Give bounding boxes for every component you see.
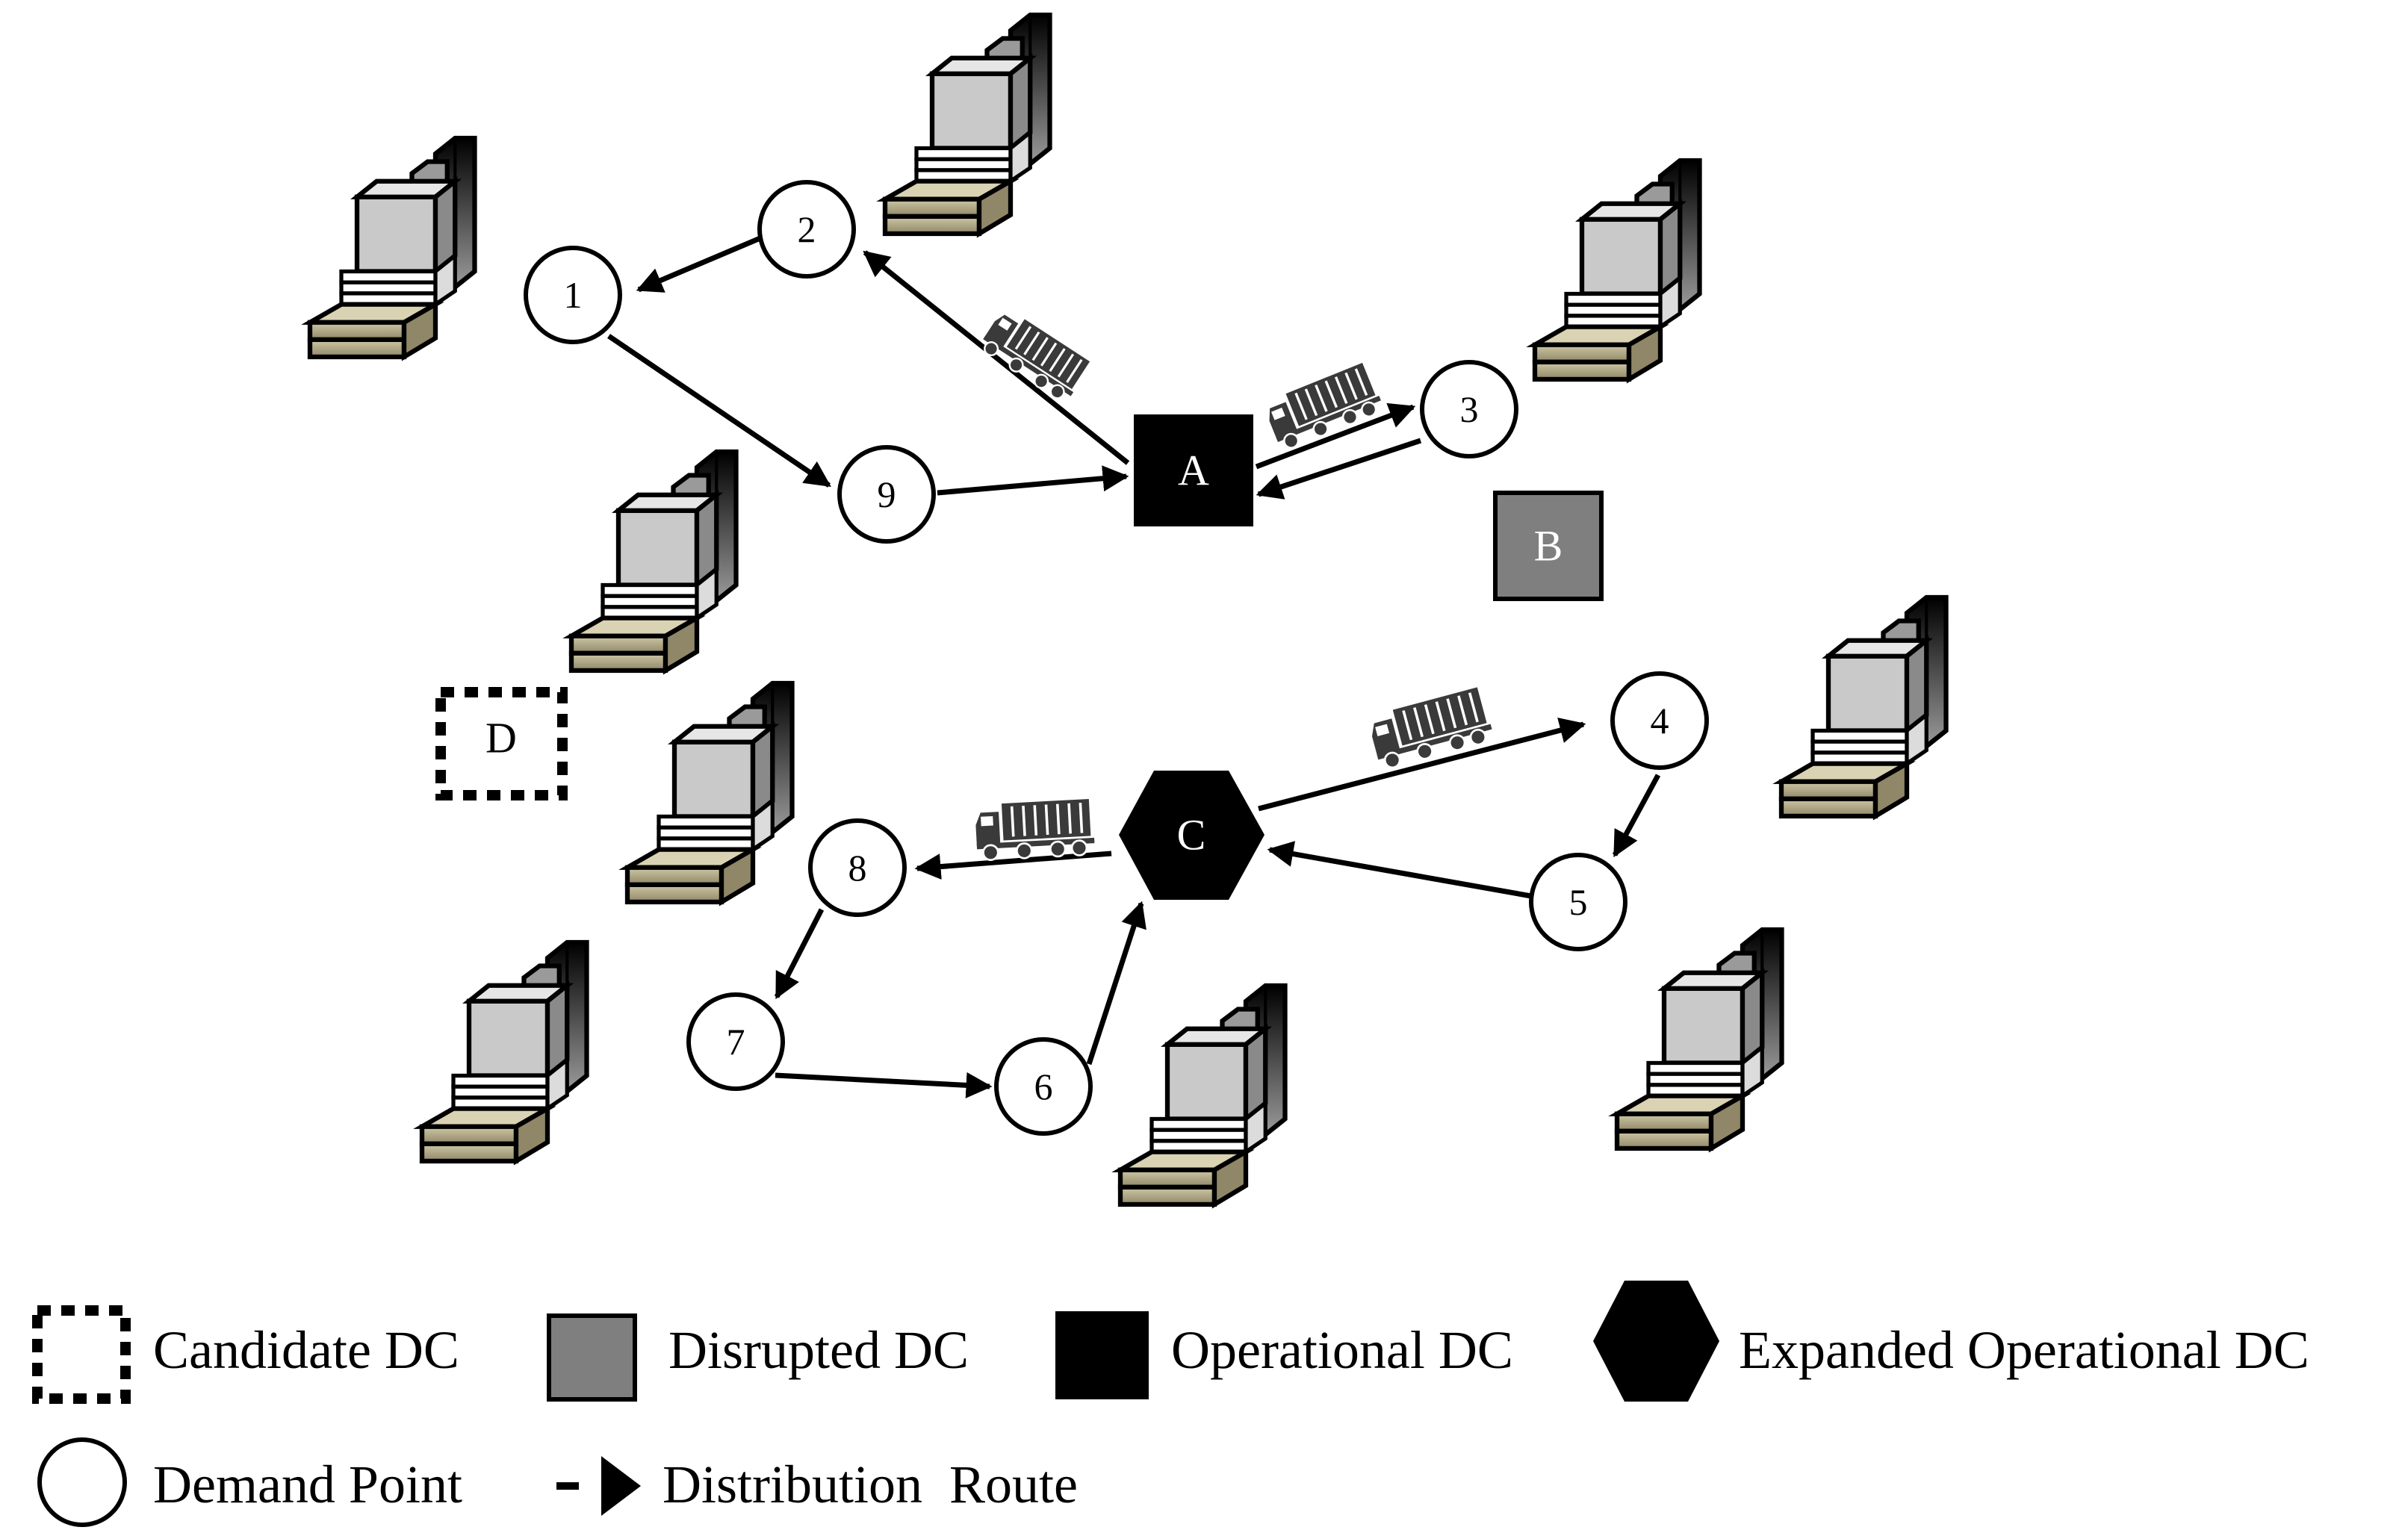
truck-icons [973,305,1497,862]
svg-text:7: 7 [727,1021,745,1063]
disrupted-dc-swatch [547,1313,637,1402]
svg-text:3: 3 [1460,388,1479,430]
warehouse-icon [1781,597,1946,816]
legend-candidate-dc: Candidate DC [32,1305,459,1404]
route-3-to-a [1256,438,1422,500]
route-a-to-2 [863,250,1130,465]
route-5-to-c [1267,841,1532,899]
warehouse-icons [310,15,1946,1204]
legend-operational-dc: Operational DC [1055,1311,1513,1399]
truck-icon [1365,685,1497,772]
warehouse-icon [885,15,1050,234]
dc-d-label: D [485,714,517,762]
route-a-to-3 [1255,402,1416,470]
warehouse-icon [627,683,792,902]
dc-c-label: C [1177,811,1206,859]
legend-label: Distribution Route [662,1455,1078,1514]
demand-point-1: 1 [524,246,622,344]
dc-d: D [435,687,568,800]
demand-point-9: 9 [837,445,936,544]
operational-dc-swatch [1055,1311,1149,1399]
route-4-to-5 [1612,774,1661,858]
demand-point-6: 6 [994,1037,1093,1136]
legend: Candidate DC Disrupted DC Operational DC… [32,1281,2309,1527]
expanded-operational-dc-swatch [1593,1281,1719,1402]
legend-label: Disrupted DC [668,1320,969,1380]
warehouse-icon [1535,161,1700,379]
svg-text:2: 2 [798,208,816,250]
route-2-to-1 [636,234,763,293]
demand-points: 1 2 3 4 5 6 7 8 [524,180,1709,1136]
legend-expanded-operational-dc: Expanded Operational DC [1593,1281,2309,1402]
svg-text:9: 9 [878,473,896,515]
operational-dc-shape [1134,414,1253,526]
warehouse-icon [1617,930,1782,1148]
candidate-dc-shape [435,687,568,800]
disrupted-dc-shape [1493,491,1604,601]
legend-label: Expanded Operational DC [1739,1320,2309,1380]
svg-text:6: 6 [1034,1066,1053,1107]
demand-point-5: 5 [1529,853,1627,951]
legend-distribution-route: Distribution Route [556,1455,1078,1516]
svg-text:8: 8 [848,847,867,889]
demand-point-2: 2 [757,180,856,279]
expanded-operational-dc-shape [1119,771,1264,900]
dc-b: B [1493,491,1604,601]
svg-text:1: 1 [564,274,583,316]
route-7-to-6 [775,1072,993,1098]
warehouse-icon [1120,986,1285,1204]
demand-point-7: 7 [686,992,785,1091]
warehouse-icon [422,942,587,1161]
legend-label: Operational DC [1171,1320,1513,1380]
legend-label: Demand Point [153,1455,462,1514]
route-6-to-c [1086,901,1146,1066]
distribution-routes [607,234,1661,1098]
demand-point-swatch [37,1437,127,1527]
warehouse-icon [571,452,736,671]
route-c-to-4 [1258,717,1586,812]
demand-point-4: 4 [1610,671,1709,770]
svg-text:4: 4 [1651,700,1669,741]
dc-b-label: B [1534,522,1563,570]
legend-label: Candidate DC [153,1320,459,1380]
route-8-to-7 [774,908,825,1000]
warehouse-icon [310,138,475,357]
dc-c: C [1119,771,1264,900]
legend-disrupted-dc: Disrupted DC [547,1313,969,1402]
dc-a-label: A [1178,447,1209,495]
legend-demand-point: Demand Point [37,1437,462,1527]
svg-text:5: 5 [1569,881,1588,923]
demand-point-8: 8 [808,818,907,917]
route-swatch-arrow-icon [601,1456,641,1516]
demand-point-3: 3 [1420,360,1518,458]
candidate-dc-swatch [32,1305,131,1404]
route-1-to-9 [607,334,831,488]
dc-a: A [1134,414,1253,526]
route-9-to-a [937,465,1129,496]
truck-icon [973,797,1096,862]
